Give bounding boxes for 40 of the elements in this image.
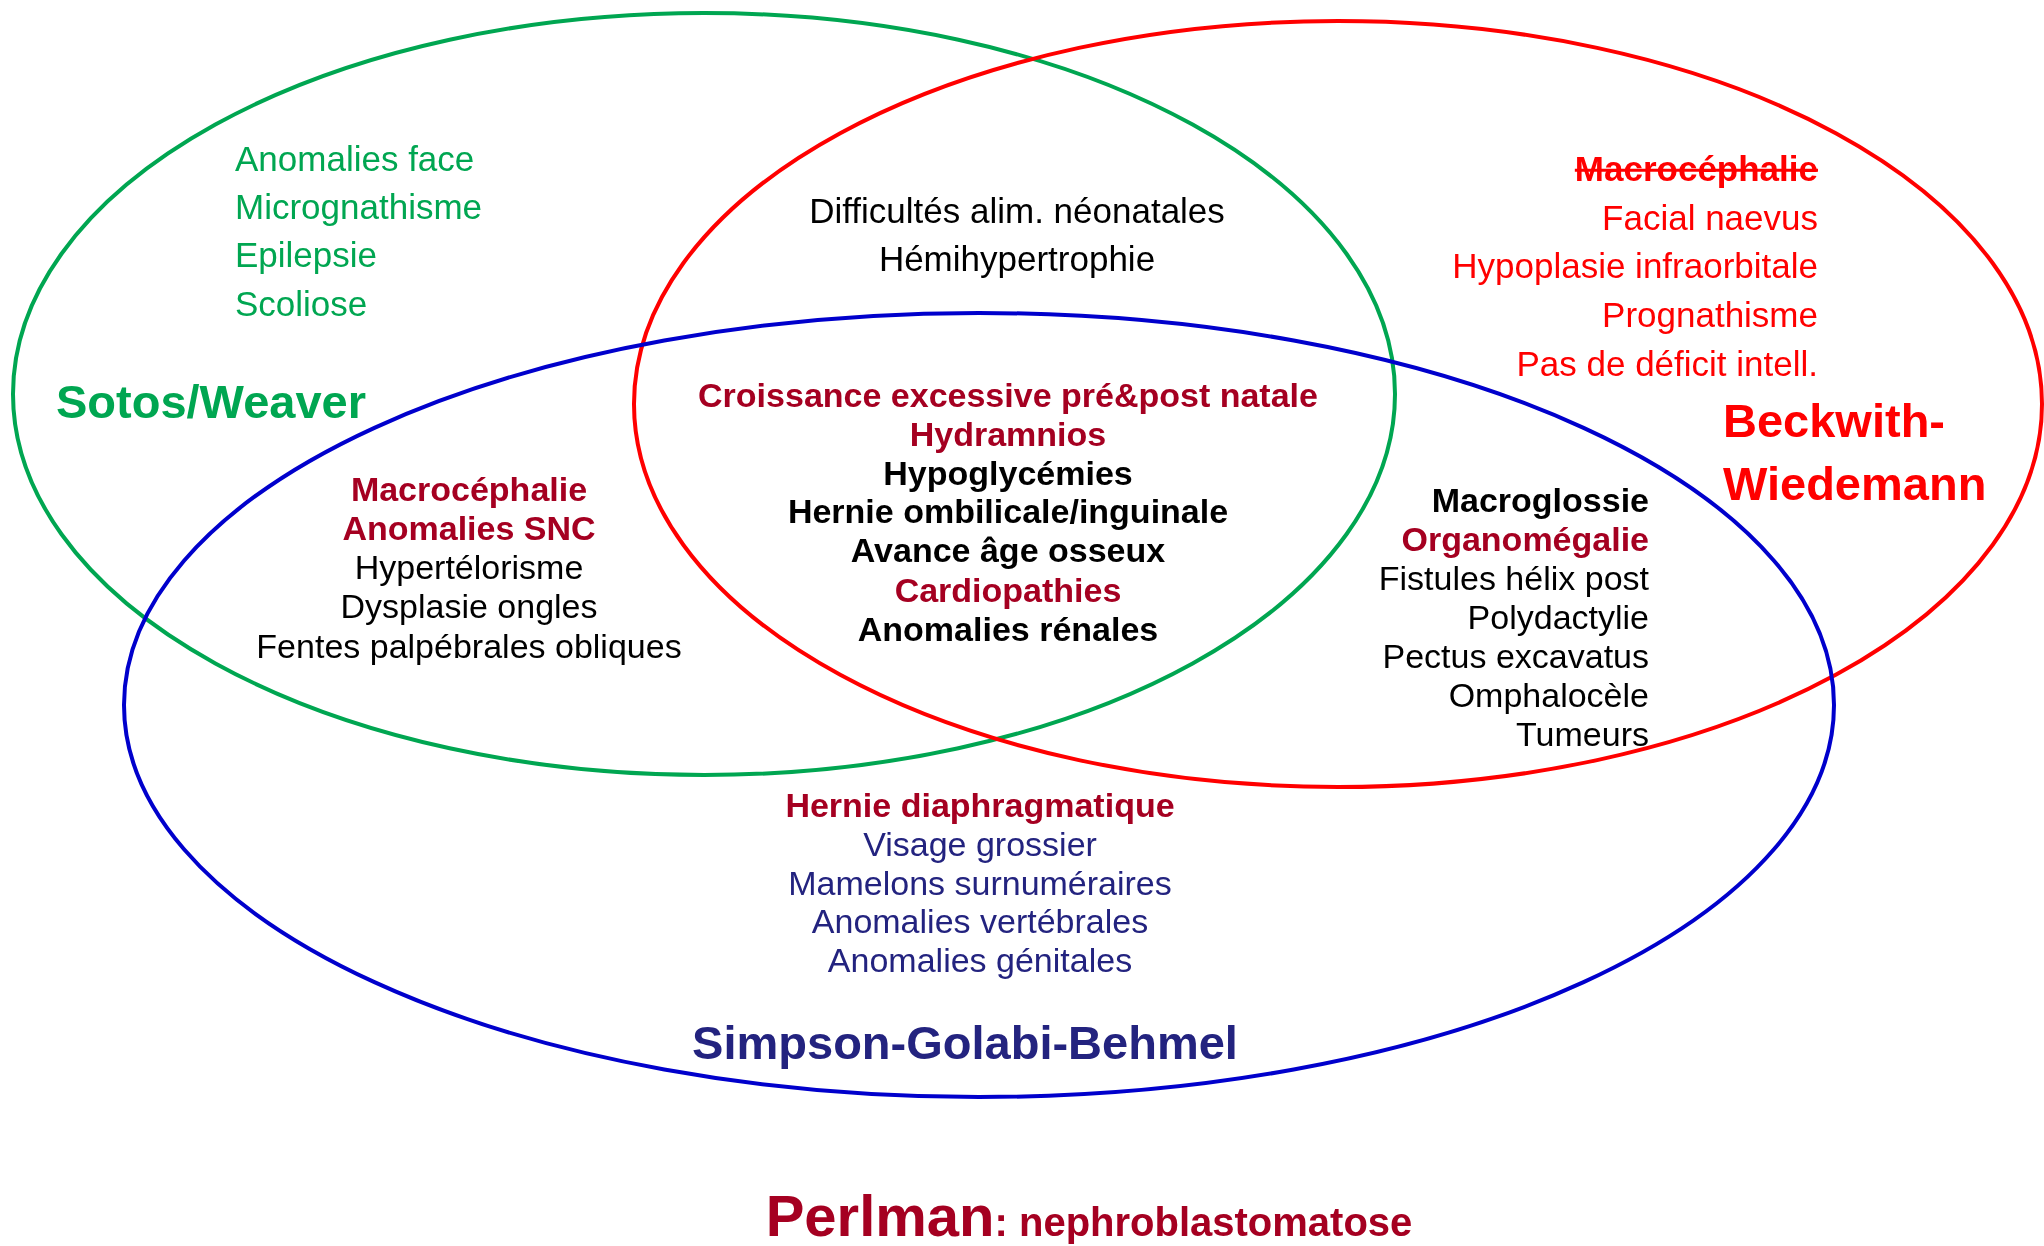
trait-label: Anomalies génitales	[827, 942, 1133, 980]
trait-label: Fentes palpébrales obliques	[256, 628, 682, 666]
trait-label: Macrocéphalie	[1574, 149, 1818, 189]
trait-label: Hypoglycémies	[883, 455, 1133, 493]
trait-label: Hernie ombilicale/inguinale	[787, 493, 1229, 531]
trait-label: Macrocéphalie	[350, 471, 588, 509]
trait-label: Avance âge osseux	[850, 532, 1166, 570]
trait-label: Hydramnios	[909, 416, 1107, 454]
trait-label: Anomalies SNC	[342, 510, 596, 548]
trait-label: Epilepsie	[235, 235, 378, 275]
trait-label: Tumeurs	[1516, 716, 1649, 754]
trait-label: Croissance excessive pré&post natale	[698, 377, 1318, 415]
trait-label: Mamelons surnuméraires	[788, 865, 1172, 903]
syndrome-title: Sotos/Weaver	[56, 374, 366, 431]
trait-label: Pas de déficit intell.	[1516, 344, 1818, 384]
syndrome-note: : nephroblastomatose	[994, 1199, 1413, 1245]
trait-label: Fistules hélix post	[1378, 560, 1649, 598]
trait-label: Difficultés alim. néonatales	[809, 191, 1225, 231]
trait-label: Dysplasie ongles	[340, 588, 598, 626]
trait-label: Hypoplasie infraorbitale	[1452, 246, 1818, 286]
trait-label: Anomalies rénales	[857, 611, 1159, 649]
trait-label: Omphalocèle	[1448, 677, 1649, 715]
syndrome-title: Simpson-Golabi-Behmel	[692, 1015, 1238, 1072]
trait-label: Prognathisme	[1602, 295, 1818, 335]
trait-label: Visage grossier	[863, 826, 1097, 864]
syndrome-title: Beckwith-Wiedemann	[1723, 392, 1988, 512]
trait-label: Anomalies face	[235, 139, 475, 179]
trait-label: Anomalies vertébrales	[811, 903, 1149, 941]
trait-label: Macroglossie	[1431, 482, 1649, 520]
trait-label: Organomégalie	[1401, 521, 1649, 559]
trait-label: Facial naevus	[1602, 198, 1818, 238]
trait-label: Hernie diaphragmatique	[785, 787, 1175, 825]
trait-label: Micrognathisme	[235, 187, 483, 227]
trait-label: Cardiopathies	[894, 572, 1122, 610]
syndrome-name: Perlman	[765, 1181, 995, 1246]
trait-label: Hypertélorisme	[354, 549, 584, 587]
trait-label: Pectus excavatus	[1382, 638, 1649, 676]
trait-label: Hémihypertrophie	[878, 239, 1156, 279]
trait-label: Scoliose	[235, 284, 368, 324]
trait-label: Polydactylie	[1467, 599, 1649, 637]
